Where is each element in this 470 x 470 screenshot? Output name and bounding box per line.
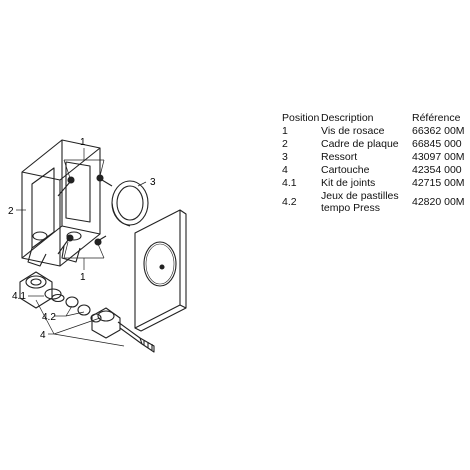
callout-2: 2 [8,206,14,217]
header-description: Description [321,112,374,124]
spring-ring [111,180,149,227]
table-row: 4.1 Kit de joints 42715 00M [282,177,465,189]
table-row: 2 Cadre de plaque 66845 000 [282,138,462,150]
table-row: 3 Ressort 43097 00M [282,151,465,163]
parts-list-table: Position Description Référence( 1 Vis de… [282,112,470,216]
leader-lines [16,148,147,347]
screw-top-left [57,176,75,197]
seal-41 [51,293,65,303]
callout-3: 3 [150,177,156,188]
header-position: Position [282,112,320,124]
table-row: 4.2 Jeux de pastilles tempo Press 42820 … [282,190,465,215]
seal-42a [65,296,79,308]
cartridge-assembly [19,271,155,353]
callout-4: 4 [40,330,46,341]
callout-1-bottom: 1 [80,272,86,283]
mounting-frame [21,139,101,267]
exploded-view-diagram: 1 1 2 3 4 4.1 4.2 [8,137,187,353]
screw-bottom-left [57,234,74,255]
screw-top-right [96,174,113,187]
seal-42b [77,304,91,316]
table-header-row: Position Description Référence( [282,112,470,125]
header-reference: Référence( [412,112,470,124]
callout-4-1: 4.1 [12,291,26,302]
table-row: 1 Vis de rosace 66362 00M [282,125,465,137]
press-button-icon [159,264,165,270]
callout-1-top: 1 [80,137,86,148]
table-row: 4 Cartouche 42354 000 [282,164,462,176]
flush-plate [134,209,187,332]
screw-bottom-right [94,235,107,246]
callout-4-2: 4.2 [42,312,56,323]
screws [57,174,113,255]
